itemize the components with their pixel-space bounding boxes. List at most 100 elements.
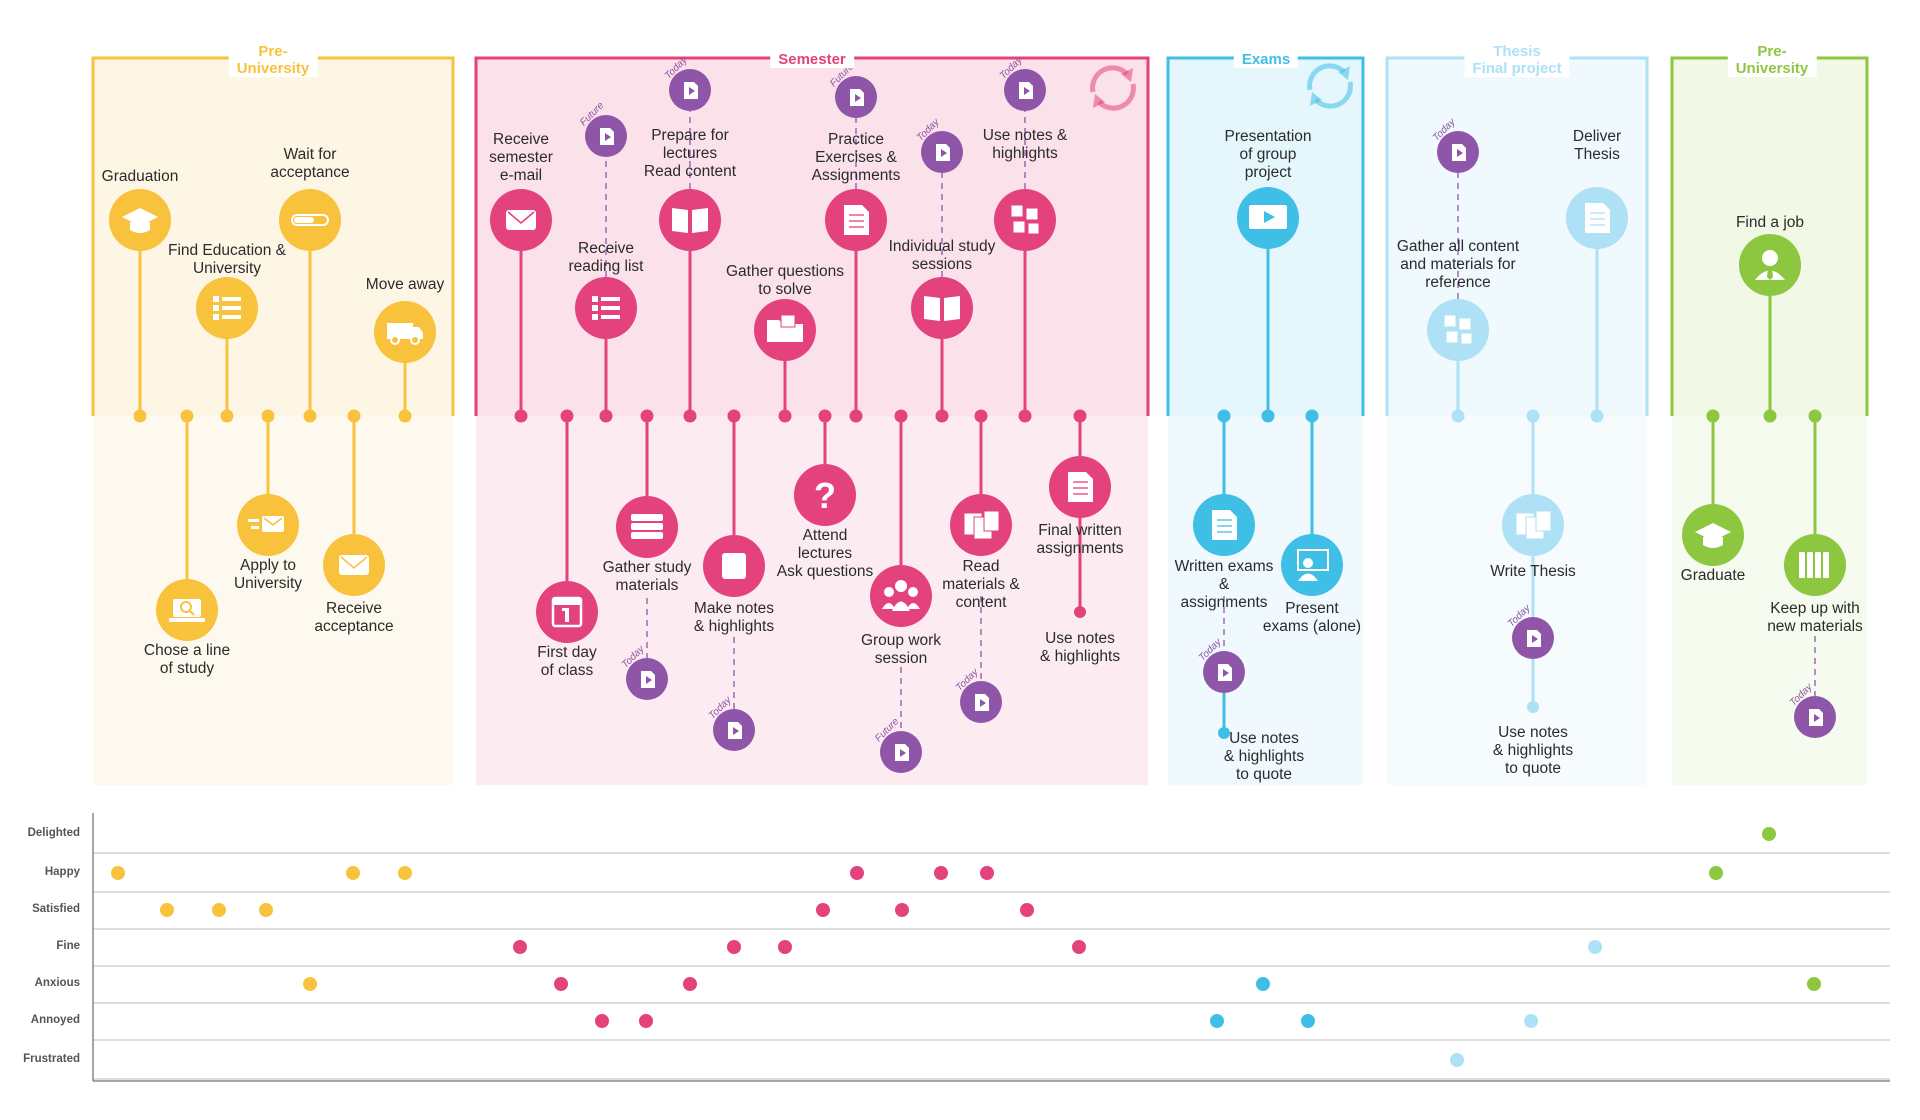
phase-panel-thesis	[1387, 58, 1647, 785]
step-gather-questions	[754, 299, 816, 423]
presenter-icon	[1297, 549, 1329, 581]
list-icon	[592, 296, 620, 320]
progress-bar-icon	[291, 214, 329, 226]
step-label: Final written assignments	[1036, 522, 1124, 557]
emotion-dot	[1524, 1014, 1538, 1028]
step-receive-email	[490, 189, 552, 423]
step-label: Find a job	[1735, 214, 1805, 231]
step-read-materials	[950, 409, 1012, 681]
emotion-axis-label: Fine	[56, 940, 80, 952]
timeline-node	[180, 409, 194, 423]
step-make-notes	[703, 409, 765, 709]
sub-node	[1074, 606, 1086, 618]
step-present-exams	[1281, 409, 1343, 596]
emotion-dot	[111, 866, 125, 880]
step-label: Write Thesis	[1490, 563, 1576, 580]
timeline-node	[1763, 409, 1777, 423]
sub-label: Use notes & highlights to quote	[1492, 724, 1574, 777]
step-graduation	[109, 189, 171, 423]
emotion-dot	[1807, 977, 1821, 991]
emotion-dot	[934, 866, 948, 880]
emotion-dot	[346, 866, 360, 880]
emotion-dot	[160, 903, 174, 917]
step-label: Keep up with new materials	[1767, 600, 1863, 635]
step-label: Receive acceptance	[314, 600, 394, 635]
timeline-node	[1217, 409, 1231, 423]
timeline-node	[220, 409, 234, 423]
timeline-node	[347, 409, 361, 423]
phase-title-sem: Semester	[770, 51, 854, 68]
books-stack-icon	[631, 514, 663, 539]
mortarboard-icon	[1695, 523, 1731, 548]
emotion-dot	[1210, 1014, 1224, 1028]
timeline-node	[935, 409, 949, 423]
step-apply	[237, 409, 299, 556]
timeline-node	[261, 409, 275, 423]
emotion-dot	[850, 866, 864, 880]
sub-node	[1527, 701, 1539, 713]
refresh-icon	[1090, 65, 1136, 111]
pages-icon	[963, 510, 1000, 540]
emotion-dot	[303, 977, 317, 991]
emotion-dot	[1450, 1053, 1464, 1067]
sub-label: Use notes & highlights to quote	[1223, 730, 1305, 783]
emotion-axis-label: Frustrated	[23, 1053, 80, 1065]
timeline-node	[1706, 409, 1720, 423]
emotion-dot	[554, 977, 568, 991]
emotion-dot	[1020, 903, 1034, 917]
step-label: Find Education & University	[167, 242, 287, 277]
emotion-dot	[1709, 866, 1723, 880]
step-label: Present exams (alone)	[1262, 600, 1362, 635]
step-reading-list	[575, 157, 637, 423]
step-label: Graduate	[1680, 567, 1746, 584]
document-icon	[1068, 472, 1093, 502]
phase-title-pre: Pre- University	[228, 43, 318, 77]
step-individual-study	[911, 173, 973, 423]
step-label: Chose a line of study	[143, 642, 231, 677]
timeline-node	[133, 409, 147, 423]
emotion-axis-label: Anxious	[34, 977, 80, 989]
emotion-dot	[595, 1014, 609, 1028]
step-label: Gather questions to solve	[725, 263, 845, 298]
step-gather-content	[1427, 173, 1489, 423]
step-final-written	[1049, 409, 1111, 618]
send-mail-icon	[248, 516, 284, 532]
timeline-node	[1261, 409, 1275, 423]
step-label: Gather study materials	[602, 559, 692, 594]
emotion-dot	[513, 940, 527, 954]
step-wait	[279, 189, 341, 423]
step-deliver-thesis	[1566, 187, 1628, 423]
emotion-dot	[1588, 940, 1602, 954]
document-icon	[1212, 510, 1237, 540]
pages-icon	[1515, 510, 1552, 540]
timeline-node	[560, 409, 574, 423]
phase-title-exam: Exams	[1233, 51, 1299, 68]
timeline-node	[640, 409, 654, 423]
phase-panel-lower	[1387, 416, 1647, 785]
screen-icon	[1249, 205, 1287, 229]
emotion-dot	[727, 940, 741, 954]
emotion-axis-label: Happy	[44, 866, 80, 878]
step-chose-line	[156, 409, 218, 641]
binders-icon	[1799, 552, 1829, 578]
emotion-dot	[1301, 1014, 1315, 1028]
clipboard-icon	[1010, 204, 1040, 235]
step-label: Prepare for lectures Read content	[643, 127, 737, 180]
open-book-icon	[924, 296, 960, 321]
step-find-education	[196, 277, 258, 423]
step-label: Practice Exercises & Assignments	[811, 131, 901, 184]
timeline-node	[1451, 409, 1465, 423]
step-group-work	[870, 409, 932, 731]
emotion-dot	[212, 903, 226, 917]
emotion-dot	[639, 1014, 653, 1028]
step-label: Receive semester e-mail	[489, 131, 553, 184]
today-tag-icon: Today	[1197, 636, 1245, 693]
phase-panel-sem	[476, 58, 1148, 785]
step-label: Read materials & content	[942, 558, 1020, 611]
step-written-exams	[1193, 409, 1255, 739]
mortarboard-icon	[122, 208, 158, 233]
step-prepare-lectures	[659, 111, 721, 423]
timeline-node	[303, 409, 317, 423]
timeline-node	[398, 409, 412, 423]
